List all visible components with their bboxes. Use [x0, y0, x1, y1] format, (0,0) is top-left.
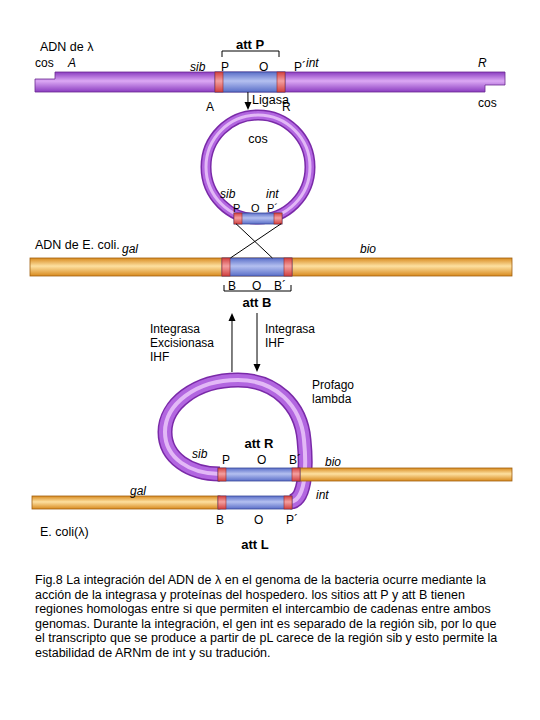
part-label: O: [254, 513, 263, 527]
lambda-dna: ADN de λatt P: [35, 72, 505, 92]
att-site: att P: [215, 72, 285, 92]
edge-label: Integrasa Excisionasa IHF: [150, 322, 230, 364]
dna-bar: [298, 468, 512, 481]
part-label: P´: [294, 60, 306, 74]
ecoli-dna: ADN de E. coli.att B: [30, 258, 512, 276]
part-label: sib: [220, 187, 235, 201]
dna-ring: [206, 115, 310, 219]
connector-line: [236, 224, 272, 258]
connector: [230, 224, 281, 258]
att-border: [218, 496, 226, 509]
part-label: Profago lambda: [312, 378, 372, 406]
part-label: B: [216, 513, 224, 527]
connector-line: [257, 313, 258, 365]
part-label: bio: [360, 242, 376, 256]
connector-line: [230, 224, 281, 258]
dna-bar: [32, 496, 220, 509]
part-label: cos: [35, 56, 54, 70]
arrowhead: [254, 364, 261, 372]
part-label: O: [252, 279, 261, 293]
node-shape: [218, 496, 292, 509]
part-label: int: [266, 187, 279, 201]
prophage-loop: [165, 380, 305, 502]
lysogen-dna: E. coli(λ) att R att L: [30, 372, 512, 544]
att-border: [222, 258, 230, 276]
node-label: E. coli(λ): [40, 525, 140, 539]
att-border: [292, 468, 300, 481]
att-border: [284, 258, 292, 276]
dna-ring: [206, 115, 310, 219]
connector-line: [231, 320, 232, 372]
connector: [236, 224, 272, 258]
part-label: A: [68, 56, 76, 70]
node-label: att P: [200, 38, 300, 52]
att-border: [277, 72, 285, 92]
part-label: sib: [192, 447, 207, 461]
arrowhead: [229, 313, 236, 321]
edge-label: Integrasa IHF: [265, 322, 327, 350]
att-border: [215, 72, 223, 92]
part-label: R: [282, 100, 291, 114]
figure-caption: Fig.8 La integración del ADN de λ en el …: [35, 573, 505, 660]
part-label: R: [478, 56, 487, 70]
connector: [254, 313, 261, 372]
att-site: [218, 468, 300, 481]
att-border: [234, 213, 242, 224]
part-label: gal: [130, 484, 146, 498]
node-shape: [215, 72, 285, 92]
prophage-loop: [165, 380, 305, 502]
att-site: [218, 496, 292, 509]
att-site: att L: [218, 496, 292, 509]
prophage-loop: [165, 380, 305, 502]
att-border: [274, 213, 282, 224]
part-label: P: [221, 60, 229, 74]
part-label: P´: [267, 201, 278, 215]
part-label: B: [228, 279, 236, 293]
att-border: [284, 496, 292, 509]
part-label: P: [222, 453, 230, 467]
connector: [229, 313, 236, 372]
part-label: P´: [286, 513, 298, 527]
node-shape: [30, 372, 512, 544]
node-label: att R: [209, 437, 309, 451]
part-label: int: [306, 56, 319, 70]
part-label: bio: [325, 455, 341, 469]
att-border: [218, 468, 226, 481]
node-label: ADN de λ: [40, 40, 150, 54]
part-label: B´: [289, 453, 301, 467]
connector-line: [247, 92, 248, 103]
dna-bar: [35, 72, 505, 92]
part-label: int: [316, 488, 329, 502]
part-label: B´: [274, 279, 286, 293]
part-label: O: [259, 60, 268, 74]
connector: [244, 92, 251, 110]
part-label: cos: [478, 96, 497, 110]
att-site: [215, 72, 285, 92]
part-label: O: [251, 201, 260, 215]
att-site: [234, 213, 282, 224]
dna-ring: [206, 115, 310, 219]
part-label: sib: [190, 60, 205, 74]
part-label: P: [233, 201, 240, 215]
node-label: att B: [207, 296, 307, 310]
att-site: [222, 258, 292, 276]
part-label: O: [257, 453, 266, 467]
arrowhead: [244, 102, 251, 110]
dna-bar: [30, 258, 512, 276]
node-shape: [218, 468, 300, 481]
node-label: att L: [205, 538, 305, 552]
part-label: gal: [122, 242, 138, 256]
part-label: A: [206, 100, 214, 114]
node-label: cos: [200, 132, 316, 146]
att-site: att R: [218, 468, 300, 481]
